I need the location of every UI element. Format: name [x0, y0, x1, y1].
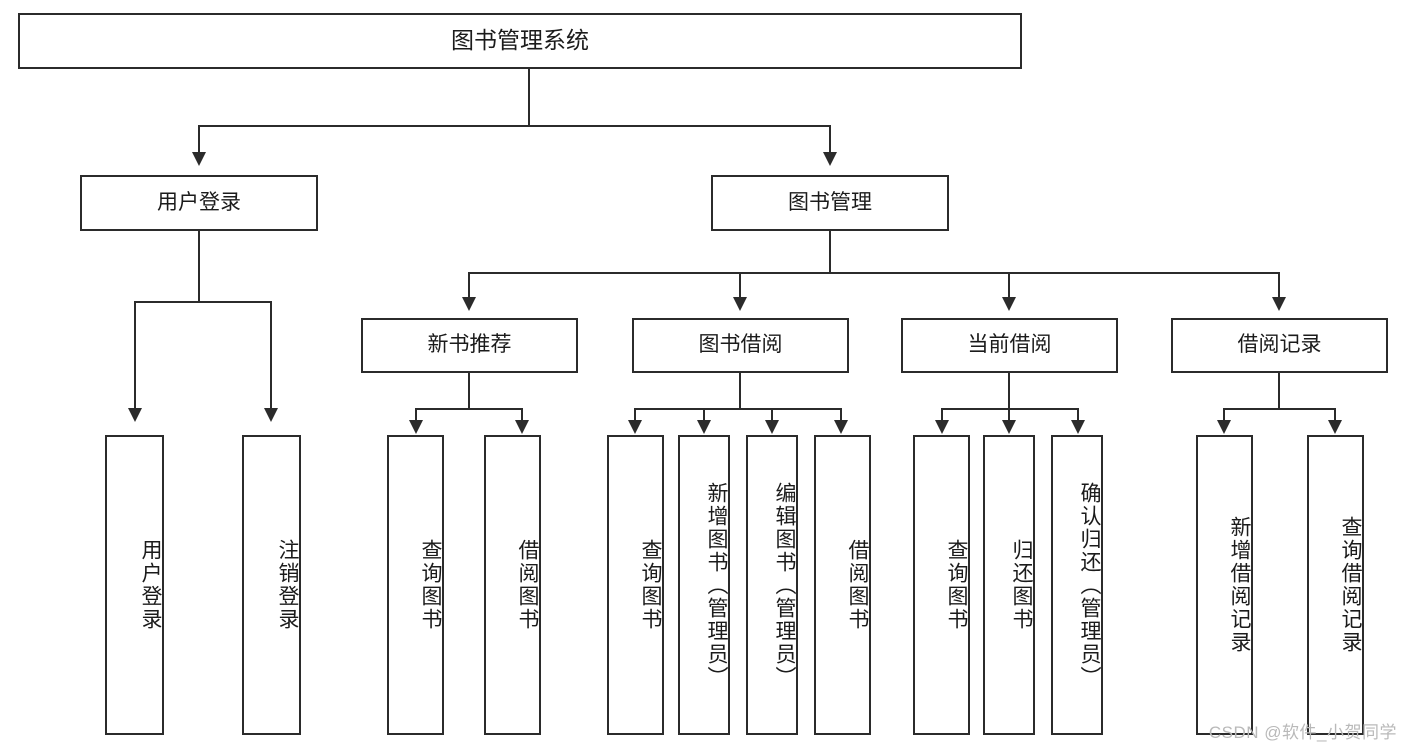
edge-user-login-bus [134, 301, 270, 303]
node-label: 注销登录 [276, 539, 299, 631]
edge-book-borrow-to-leaf-2 [703, 408, 705, 426]
edge-book-mgmt-bus [468, 272, 1280, 274]
edge-book-borrow-to-leaf-4 [840, 408, 842, 426]
edge-new-book-to-leaf-2 [521, 408, 523, 426]
arrow-current-borrow-to-leaf-3 [1071, 420, 1085, 434]
edge-user-login-to-leaf-1 [134, 301, 136, 411]
node-current-borrow[interactable]: 当前借阅 [901, 318, 1118, 373]
node-root-system[interactable]: 图书管理系统 [18, 13, 1022, 69]
node-label: 归还图书 [1010, 539, 1033, 631]
edge-current-borrow-to-leaf-3 [1077, 408, 1079, 426]
arrow-borrow-record-to-leaf-2 [1328, 420, 1342, 434]
leaf-user-login[interactable]: 用户登录 [105, 435, 164, 735]
arrow-root-to-user-login [192, 152, 206, 166]
node-label: 确认归还（管理员） [1078, 481, 1101, 689]
edge-new-book-bus [415, 408, 523, 410]
edge-book-mgmt-stem [829, 231, 831, 273]
node-label: 编辑图书（管理员） [773, 481, 796, 689]
leaf-borrow-book-recommend[interactable]: 借阅图书 [484, 435, 541, 735]
node-label: 借阅图书 [846, 539, 869, 631]
leaf-edit-book-admin[interactable]: 编辑图书（管理员） [746, 435, 798, 735]
edge-book-borrow-stem [739, 373, 741, 409]
arrow-book-borrow-to-leaf-1 [628, 420, 642, 434]
node-borrow-record[interactable]: 借阅记录 [1171, 318, 1388, 373]
edge-borrow-record-to-leaf-1 [1223, 408, 1225, 426]
arrow-new-book-to-leaf-1 [409, 420, 423, 434]
edge-current-borrow-to-leaf-2 [1008, 408, 1010, 426]
node-book-borrow[interactable]: 图书借阅 [632, 318, 849, 373]
edge-root-to-user-login [198, 125, 200, 155]
edge-new-book-stem [468, 373, 470, 409]
leaf-add-book-admin[interactable]: 新增图书（管理员） [678, 435, 730, 735]
node-label: 查询图书 [945, 539, 968, 631]
node-label: 借阅记录 [1237, 333, 1322, 357]
edge-book-mgmt-to-new-book [468, 272, 470, 300]
arrow-current-borrow-to-leaf-2 [1002, 420, 1016, 434]
arrow-borrow-record-to-leaf-1 [1217, 420, 1231, 434]
arrow-current-borrow-to-leaf-1 [935, 420, 949, 434]
leaf-query-book-recommend[interactable]: 查询图书 [387, 435, 444, 735]
node-label: 新增图书（管理员） [705, 481, 728, 689]
node-book-management[interactable]: 图书管理 [711, 175, 949, 231]
edge-borrow-record-to-leaf-2 [1334, 408, 1336, 426]
arrow-book-mgmt-to-book-borrow [733, 297, 747, 311]
edge-current-borrow-stem [1008, 373, 1010, 409]
edge-current-borrow-to-leaf-1 [941, 408, 943, 426]
arrow-user-login-to-leaf-1 [128, 408, 142, 422]
leaf-add-borrow-record[interactable]: 新增借阅记录 [1196, 435, 1253, 735]
node-label: 当前借阅 [967, 333, 1052, 357]
node-label: 查询借阅记录 [1339, 516, 1362, 654]
node-label: 查询图书 [639, 539, 662, 631]
node-label: 用户登录 [157, 190, 241, 214]
node-label: 查询图书 [419, 539, 442, 631]
arrow-new-book-to-leaf-2 [515, 420, 529, 434]
edge-new-book-to-leaf-1 [415, 408, 417, 426]
edge-root-stem [528, 69, 530, 125]
node-label: 用户登录 [139, 539, 162, 631]
node-label: 新增借阅记录 [1228, 516, 1251, 654]
arrow-book-mgmt-to-current-borrow [1002, 297, 1016, 311]
edge-book-mgmt-to-current-borrow [1008, 272, 1010, 300]
node-label: 图书管理系统 [451, 27, 589, 54]
arrow-book-borrow-to-leaf-4 [834, 420, 848, 434]
leaf-return-book[interactable]: 归还图书 [983, 435, 1035, 735]
arrow-book-borrow-to-leaf-3 [765, 420, 779, 434]
edge-user-login-to-leaf-2 [270, 301, 272, 411]
edge-root-to-book-mgmt [829, 125, 831, 155]
node-label: 新书推荐 [427, 333, 512, 357]
arrow-root-to-book-mgmt [823, 152, 837, 166]
edge-book-borrow-to-leaf-3 [771, 408, 773, 426]
node-label: 借阅图书 [516, 539, 539, 631]
leaf-query-book-borrow[interactable]: 查询图书 [607, 435, 664, 735]
edge-book-borrow-bus [634, 408, 842, 410]
leaf-logout[interactable]: 注销登录 [242, 435, 301, 735]
arrow-book-mgmt-to-new-book [462, 297, 476, 311]
edge-user-login-stem [198, 231, 200, 302]
arrow-book-mgmt-to-borrow-record [1272, 297, 1286, 311]
node-new-book-recommend[interactable]: 新书推荐 [361, 318, 578, 373]
edge-book-mgmt-to-book-borrow [739, 272, 741, 300]
node-label: 图书管理 [788, 190, 872, 214]
leaf-query-book-current[interactable]: 查询图书 [913, 435, 970, 735]
arrow-book-borrow-to-leaf-2 [697, 420, 711, 434]
edge-book-mgmt-to-borrow-record [1278, 272, 1280, 300]
edge-root-bus [198, 125, 830, 127]
edge-current-borrow-bus [941, 408, 1079, 410]
leaf-query-borrow-record[interactable]: 查询借阅记录 [1307, 435, 1364, 735]
node-user-login[interactable]: 用户登录 [80, 175, 318, 231]
leaf-confirm-return-admin[interactable]: 确认归还（管理员） [1051, 435, 1103, 735]
leaf-borrow-book[interactable]: 借阅图书 [814, 435, 871, 735]
edge-borrow-record-bus [1223, 408, 1335, 410]
edge-borrow-record-stem [1278, 373, 1280, 409]
node-label: 图书借阅 [698, 333, 783, 357]
arrow-user-login-to-leaf-2 [264, 408, 278, 422]
edge-book-borrow-to-leaf-1 [634, 408, 636, 426]
